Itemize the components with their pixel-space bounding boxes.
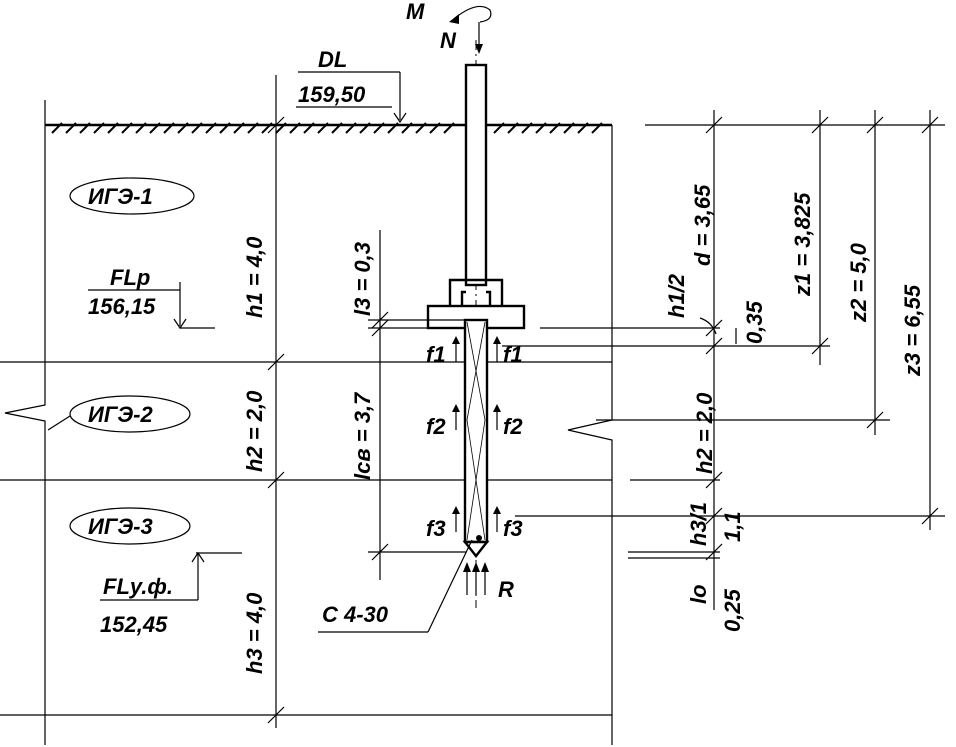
top-loads: M N <box>406 0 492 54</box>
fl-value: 156,15 <box>88 294 156 319</box>
fluf-value: 152,45 <box>100 612 168 637</box>
left-boundary-break <box>4 100 46 745</box>
pile-tip <box>462 540 490 558</box>
lsv-label: lсв = 3,7 <box>350 391 375 480</box>
f3-right: f3 <box>503 516 523 541</box>
v11-label: 1,1 <box>720 511 745 542</box>
f2-left: f2 <box>426 414 446 439</box>
force-label: N <box>440 28 457 53</box>
soil-section <box>0 75 613 745</box>
f1-left: f1 <box>426 342 446 367</box>
lo-label: lo <box>686 584 711 604</box>
reaction-label: R <box>498 577 514 602</box>
d035-label: 0,35 <box>742 300 767 344</box>
reaction-arrows: R <box>463 562 514 602</box>
ige1-label: ИГЭ-1 <box>88 184 153 209</box>
z1-label: z1 = 3,825 <box>790 192 815 297</box>
h2-right-label: h2 = 2,0 <box>692 392 717 474</box>
right-dimensions: h1/2 d = 3,65 0,35 h2 = 2,0 h3/1 1,1 lo … <box>502 110 945 632</box>
column-and-pile <box>426 40 526 608</box>
dl-value: 159,50 <box>298 82 366 107</box>
ige3-label: ИГЭ-3 <box>88 514 153 539</box>
pile-mark-label: С 4-30 <box>322 602 389 627</box>
ground-hatching <box>51 122 603 134</box>
v025-label: 0,25 <box>720 588 745 632</box>
d-label: d = 3,65 <box>690 184 715 266</box>
pile-point <box>476 535 482 541</box>
moment-label: M <box>406 0 425 24</box>
h31-label: h3/1 <box>686 502 711 546</box>
f3-left: f3 <box>426 516 446 541</box>
ige2-label: ИГЭ-2 <box>88 402 153 427</box>
h12-label: h1/2 <box>664 273 689 318</box>
right-boundary-break <box>567 125 613 745</box>
friction-forces: f1 f1 f2 f2 f3 f3 <box>426 336 523 541</box>
pile-dimensions: l3 = 0,3 lсв = 3,7 <box>350 230 466 580</box>
moment-arrow <box>454 5 492 23</box>
h2-label: h2 = 2,0 <box>242 390 267 472</box>
pile-mark: С 4-30 <box>318 539 473 633</box>
fluf-label: FLу.ф. <box>103 574 173 599</box>
column <box>464 63 488 287</box>
cap-sleeve <box>448 278 504 306</box>
z2-label: z2 = 5,0 <box>846 242 871 323</box>
z3-label: z3 = 6,55 <box>900 284 925 377</box>
h1-label: h1 = 4,0 <box>242 236 267 318</box>
soil-labels: ИГЭ-1 ИГЭ-2 ИГЭ-3 <box>47 177 195 545</box>
l3-label: l3 = 0,3 <box>350 242 375 316</box>
h3-label: h3 = 4,0 <box>242 592 267 674</box>
level-marks: DL 159,50 FLp 156,15 FLу.ф. 152,45 <box>88 47 407 637</box>
f2-right: f2 <box>503 414 523 439</box>
f1-right: f1 <box>503 342 523 367</box>
dl-label: DL <box>318 47 347 72</box>
fl-label: FLp <box>110 265 150 290</box>
